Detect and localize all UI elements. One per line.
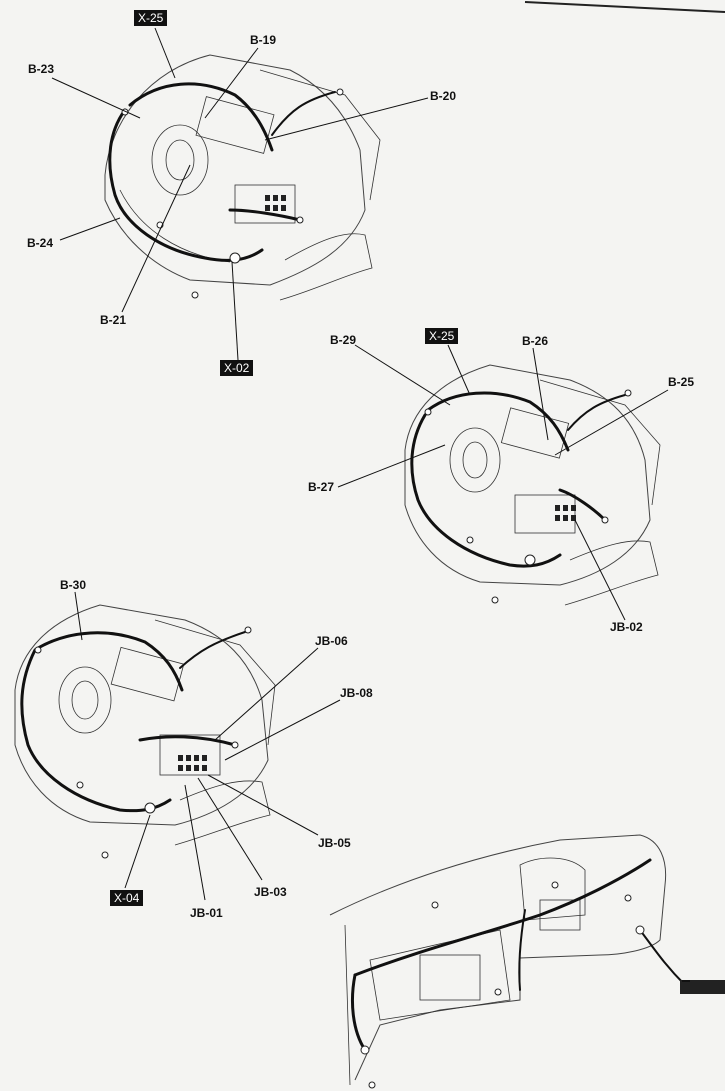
leader-b29 (354, 344, 451, 406)
engine-bay-drawing-3 (14, 591, 341, 901)
leader-b26 (532, 347, 549, 441)
leader-jb02 (574, 519, 626, 621)
engine-bay-drawing-2 (337, 344, 669, 621)
leader-jb08 (224, 699, 341, 761)
connector-label-b21: B-21 (100, 313, 127, 327)
connector-label-b30: B-30 (60, 578, 87, 592)
leader-x25-b (447, 344, 471, 396)
leader-b19 (204, 47, 259, 119)
leader-b21 (121, 164, 191, 313)
connector-label-jb03: JB-03 (254, 885, 287, 899)
leader-b23 (51, 77, 141, 119)
connector-label-b26: B-26 (522, 334, 549, 348)
leader-b24 (59, 217, 121, 241)
connector-label-b25: B-25 (668, 375, 695, 389)
leader-jb01 (184, 784, 206, 901)
leader-b30 (74, 591, 83, 641)
connector-label-b27: B-27 (308, 480, 335, 494)
connector-label-jb08: JB-08 (340, 686, 373, 700)
leader-x02 (231, 261, 239, 361)
connector-tag-x02: X-02 (220, 360, 254, 376)
leader-b27 (337, 444, 446, 488)
connector-tag-x25: X-25 (134, 10, 168, 26)
leader-x25-a (154, 27, 176, 79)
leader-jb03 (197, 777, 263, 881)
connector-tag-dashboard (682, 980, 690, 982)
connector-label-b29: B-29 (330, 333, 357, 347)
leader-x04 (124, 814, 151, 889)
connector-tag-x25: X-25 (425, 328, 459, 344)
connector-label-b23: B-23 (28, 62, 55, 76)
leader-jb05 (207, 774, 319, 836)
connector-label-jb01: JB-01 (190, 906, 223, 920)
dashboard-drawing (329, 834, 725, 1089)
leader-b25 (554, 389, 669, 456)
connector-label-b19: B-19 (250, 33, 277, 47)
leader-jb06 (214, 647, 319, 741)
connector-tag-x04: X-04 (110, 890, 144, 906)
connector-label-b20: B-20 (430, 89, 457, 103)
connector-label-jb05: JB-05 (318, 836, 351, 850)
page-edge-line (524, 1, 725, 13)
leader-b20 (264, 97, 429, 141)
connector-label-jb06: JB-06 (315, 634, 348, 648)
connector-label-b24: B-24 (27, 236, 54, 250)
connector-label-jb02: JB-02 (610, 620, 643, 634)
engine-bay-drawing-1 (51, 27, 429, 361)
